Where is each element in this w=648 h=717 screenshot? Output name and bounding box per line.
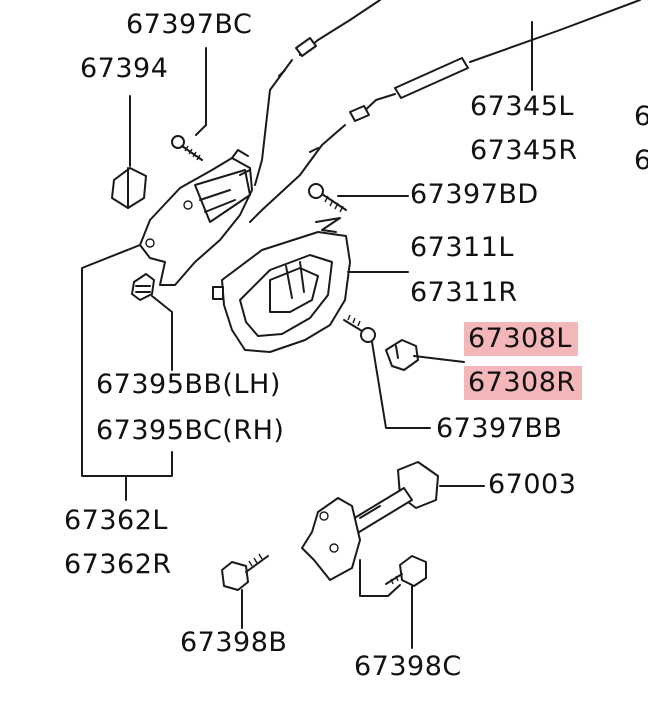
label-67397bc: 67397BC <box>126 9 253 40</box>
label-67308r: 67308R <box>464 366 582 400</box>
label-67395bb-lh: 67395BB(LH) <box>96 369 281 400</box>
cap-67308 <box>385 339 419 371</box>
leader-lines <box>81 21 533 649</box>
label-67398b: 67398B <box>180 627 288 658</box>
label-67311l: 67311L <box>410 232 514 263</box>
cable-upper <box>254 0 381 186</box>
label-67397bd: 67397BD <box>410 179 539 210</box>
screw-67397bb <box>343 314 376 343</box>
label-67395bc-rh: 67395BC(RH) <box>96 415 285 446</box>
cable-lower <box>249 0 641 223</box>
label-67362r: 67362R <box>64 549 172 580</box>
escutcheon-67311 <box>212 231 351 353</box>
label-cut-edge-1: 6 <box>634 101 648 132</box>
label-cut-edge-2: 6 <box>634 145 648 176</box>
clip-67394 <box>111 167 147 209</box>
door-check-67003 <box>301 461 439 581</box>
label-67394: 67394 <box>80 53 169 84</box>
label-67398c: 67398C <box>354 651 462 682</box>
label-67397bb: 67397BB <box>436 413 563 444</box>
label-67345l: 67345L <box>470 91 574 122</box>
label-67345r: 67345R <box>470 135 578 166</box>
screw-67397bd <box>308 183 347 233</box>
stud-67395 <box>131 273 155 301</box>
bolt-67398c <box>385 555 427 587</box>
bolt-67398b <box>221 553 269 591</box>
label-67362l: 67362L <box>64 505 168 536</box>
label-67003: 67003 <box>488 469 577 500</box>
label-67311r: 67311R <box>410 277 518 308</box>
label-67308l: 67308L <box>464 322 578 356</box>
handle-bracket <box>139 149 253 286</box>
screw-67397bc <box>171 135 203 161</box>
